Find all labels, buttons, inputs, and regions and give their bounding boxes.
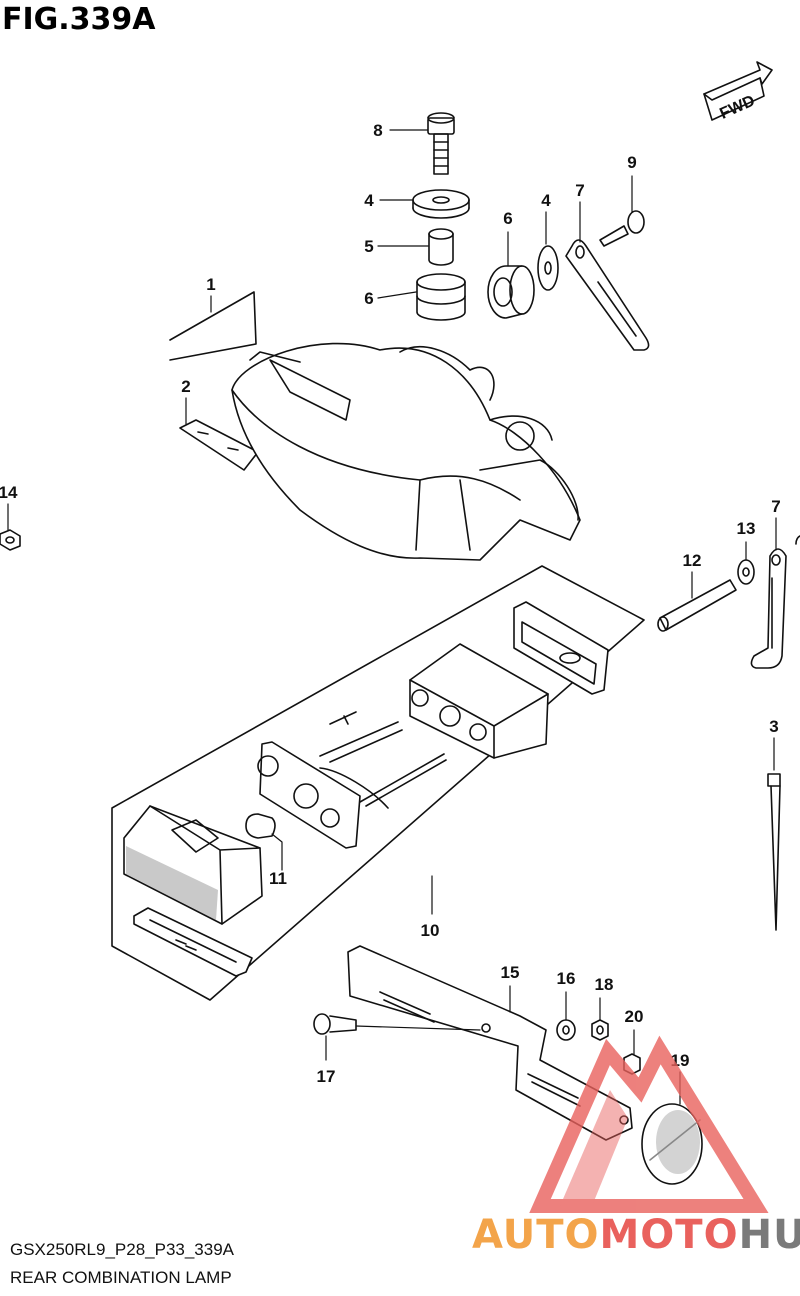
callout-1: 1	[206, 275, 215, 294]
collar-part-5	[428, 228, 454, 266]
callout-14: 14	[0, 483, 18, 502]
assembly-10-outline	[111, 565, 645, 1001]
grommet-part-6-right	[487, 265, 535, 319]
callout-4b: 4	[541, 191, 551, 210]
lens-gasket	[133, 907, 253, 977]
callout-9: 9	[627, 153, 636, 172]
rear-lens	[123, 805, 263, 925]
cable-tie-part-3	[767, 773, 781, 931]
watermark-part1: AUTO	[472, 1212, 600, 1258]
callout-17: 17	[317, 1067, 336, 1086]
bulb-part-11	[245, 813, 276, 839]
rod-part-12	[657, 579, 737, 632]
grommet-part-6-left	[416, 273, 466, 321]
screw-part-9	[599, 210, 645, 247]
bolt-part-17	[313, 1013, 481, 1035]
watermark-part2: MOTO	[599, 1212, 739, 1258]
callout-15: 15	[501, 963, 520, 982]
strap-part-7-top	[565, 239, 650, 351]
callout-11: 11	[269, 869, 287, 888]
callout-4a: 4	[364, 191, 374, 210]
watermark-text: AUTOMOTOHUB	[472, 1212, 800, 1258]
edge-part-fragment	[795, 535, 800, 545]
figure-title: FIG.339A	[2, 2, 156, 37]
washer-part-4-left	[412, 189, 470, 219]
washer-part-4-right	[537, 245, 559, 291]
callout-20: 20	[625, 1007, 644, 1026]
lamp-housing	[231, 342, 581, 561]
callout-13: 13	[737, 519, 756, 538]
model-code: GSX250RL9_P28_P33_339A	[10, 1240, 235, 1259]
bolt-part-8	[427, 112, 455, 175]
gasket-plate	[513, 601, 609, 695]
watermark-part3: HUB	[738, 1212, 800, 1258]
callout-7a: 7	[575, 181, 584, 200]
callout-6a: 6	[364, 289, 373, 308]
callout-18: 18	[595, 975, 614, 994]
callout-2: 2	[181, 377, 190, 396]
strap-part-7-right	[750, 548, 787, 669]
callout-8: 8	[373, 121, 382, 140]
fwd-arrow-icon	[703, 61, 773, 121]
callout-5: 5	[364, 237, 373, 256]
lens-housing	[409, 643, 549, 759]
diagram-caption: REAR COMBINATION LAMP	[10, 1268, 232, 1287]
socket-plate	[257, 741, 389, 849]
washer-part-16	[556, 1019, 576, 1041]
callout-3: 3	[769, 717, 778, 736]
label-part-1	[169, 291, 257, 361]
bracket-part-15	[347, 945, 633, 1141]
washer-part-13	[737, 559, 755, 585]
callout-10: 10	[421, 921, 440, 940]
callout-16: 16	[557, 969, 576, 988]
callout-12: 12	[683, 551, 702, 570]
reflector-part-19	[641, 1103, 703, 1185]
watermark-logo-icon	[529, 1035, 769, 1213]
nut-part-14	[0, 529, 21, 551]
callout-7b: 7	[771, 497, 780, 516]
leader-lines	[7, 129, 777, 1105]
nut-part-18	[591, 1019, 609, 1041]
callout-6b: 6	[503, 209, 512, 228]
